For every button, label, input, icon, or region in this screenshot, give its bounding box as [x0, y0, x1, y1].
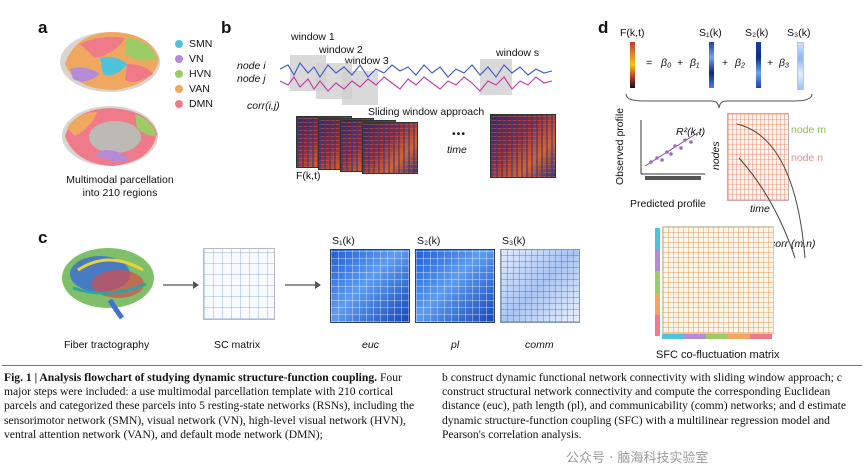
pl-matrix [415, 249, 495, 323]
beta2: β₂ [735, 57, 746, 69]
dfc-matrix-s [490, 114, 556, 178]
caption-left-text: Four major steps were included: a use mu… [4, 371, 415, 441]
fkt-label-b: F(k,t) [296, 170, 321, 182]
beta0: β₀ [661, 57, 672, 69]
time-label-b: time [447, 144, 467, 156]
legend-dot [175, 99, 183, 108]
legend-item-van: VAN [175, 81, 213, 96]
legend-dot [175, 39, 183, 48]
caption-left: Fig. 1 | Analysis flowchart of studying … [4, 371, 426, 442]
sfc-matrix-label: SFC co-fluctuation matrix [656, 349, 780, 361]
fiber-tractography-image [62, 248, 154, 320]
panel-label-b: b [221, 18, 232, 37]
caption-divider [2, 365, 862, 366]
legend-item-vn: VN [175, 51, 213, 66]
legend-label: SMN [189, 37, 213, 50]
predicted-profile-label: Predicted profile [630, 198, 706, 210]
panel-label-c: c [38, 228, 48, 247]
s2-label-c: S₂(k) [417, 235, 441, 247]
fkt-vector [630, 42, 635, 88]
figure-label: Fig. 1 | Analysis flowchart of studying … [4, 371, 378, 384]
sc-matrix-label: SC matrix [214, 339, 261, 351]
sc-matrix [203, 248, 275, 320]
plus-sign-1: + [677, 57, 684, 69]
fiber-tractography-label: Fiber tractography [64, 339, 150, 351]
dfc-matrix-4 [362, 122, 418, 174]
s2-vector [756, 42, 761, 88]
legend-item-hvn: HVN [175, 66, 213, 81]
legend-label: HVN [189, 67, 212, 80]
window-2-label: window 2 [319, 44, 363, 56]
node-i-label: node i [237, 60, 266, 72]
legend-item-dmn: DMN [175, 96, 213, 111]
ellipsis: ••• [452, 128, 467, 140]
node-j-label: node j [237, 73, 266, 85]
nodes-label: nodes [710, 141, 722, 170]
legend-dot [175, 54, 183, 63]
plus-sign-2: + [722, 57, 729, 69]
parcellation-caption-line2: into 210 regions [82, 187, 158, 199]
euc-label: euc [362, 339, 379, 351]
parcellation-caption: Multimodal parcellation into 210 regions [50, 174, 190, 200]
equals-sign: = [646, 57, 653, 69]
rsn-color-bar-vertical [655, 228, 660, 336]
sliding-window-label: Sliding window approach [368, 106, 485, 118]
fc-timeseries-heatmap [727, 113, 789, 201]
s3-label-c: S₃(k) [502, 235, 526, 247]
time-label-d: time [750, 203, 770, 215]
node-m-label: node m [791, 124, 827, 136]
caption-right: b construct dynamic functional network c… [442, 371, 847, 441]
parcellation-caption-line1: Multimodal parcellation [66, 174, 174, 186]
euc-matrix [330, 249, 410, 323]
legend-label: DMN [189, 97, 213, 110]
brain-parcellation-image [60, 32, 160, 166]
timeseries-plot [280, 55, 553, 105]
arrow-icon [285, 281, 321, 289]
panel-label-a: a [38, 18, 48, 37]
scatter-plot [640, 120, 705, 180]
sfc-matrix [662, 226, 774, 334]
observed-profile-label: Observed profile [614, 107, 626, 185]
beta1: β₁ [690, 57, 700, 69]
plus-sign-3: + [767, 57, 774, 69]
s2-label-d: S₂(k) [745, 27, 769, 39]
s1-label-c: S₁(k) [332, 235, 355, 247]
legend-label: VN [189, 52, 204, 65]
corr-ij-label: corr(i,j) [247, 100, 280, 112]
connector-lines [736, 123, 806, 259]
window-1-label: window 1 [291, 31, 335, 43]
r2-label: R²(k,t) [676, 126, 706, 138]
s1-label-d: S₁(k) [699, 27, 722, 39]
panel-label-d: d [598, 18, 609, 37]
legend-dot [175, 69, 183, 78]
beta3: β₃ [779, 57, 790, 69]
window-3-label: window 3 [345, 55, 389, 67]
pl-label: pl [451, 339, 460, 351]
s3-label-d: S₃(k) [787, 27, 811, 39]
arrow-icon [163, 281, 199, 289]
watermark: 公众号 · 脑海科技实验室 [566, 451, 709, 466]
s3-vector [797, 42, 804, 90]
legend-item-smn: SMN [175, 36, 213, 51]
comm-label: comm [525, 339, 554, 351]
corr-mn-label: corr (m,n) [770, 238, 816, 250]
rsn-legend: SMN VN HVN VAN DMN [175, 36, 213, 111]
legend-label: VAN [189, 82, 210, 95]
comm-matrix [500, 249, 580, 323]
node-n-label: node n [791, 152, 824, 164]
s1-vector [709, 42, 714, 88]
fkt-label-d: F(k,t) [620, 27, 645, 39]
rsn-color-bar-horizontal [662, 334, 772, 339]
legend-dot [175, 84, 183, 93]
brace-icon [625, 93, 813, 109]
window-s-label: window s [496, 47, 540, 59]
